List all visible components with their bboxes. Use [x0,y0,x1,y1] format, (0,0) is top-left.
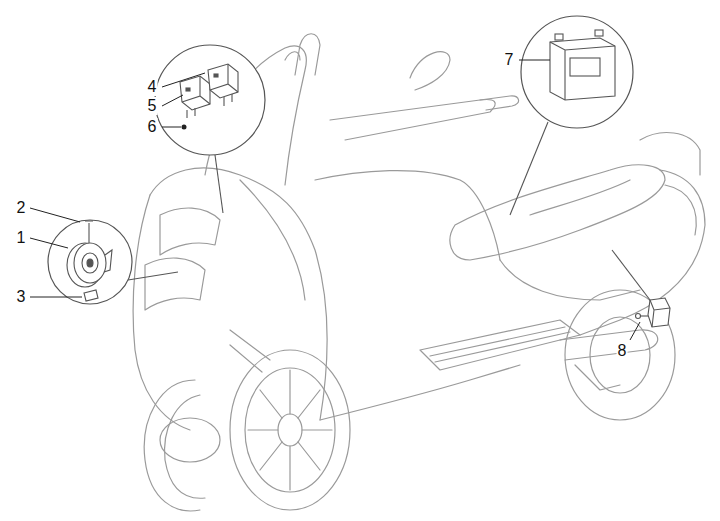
callout-number: 2 [16,199,27,217]
callout-number: 7 [504,51,515,69]
callout-number: 4 [147,78,158,96]
callout-number: 1 [16,229,27,247]
callout-number: 6 [147,118,158,136]
callout-number: 3 [16,288,27,306]
callout-number: 5 [147,97,158,115]
callout-number: 8 [617,342,628,360]
